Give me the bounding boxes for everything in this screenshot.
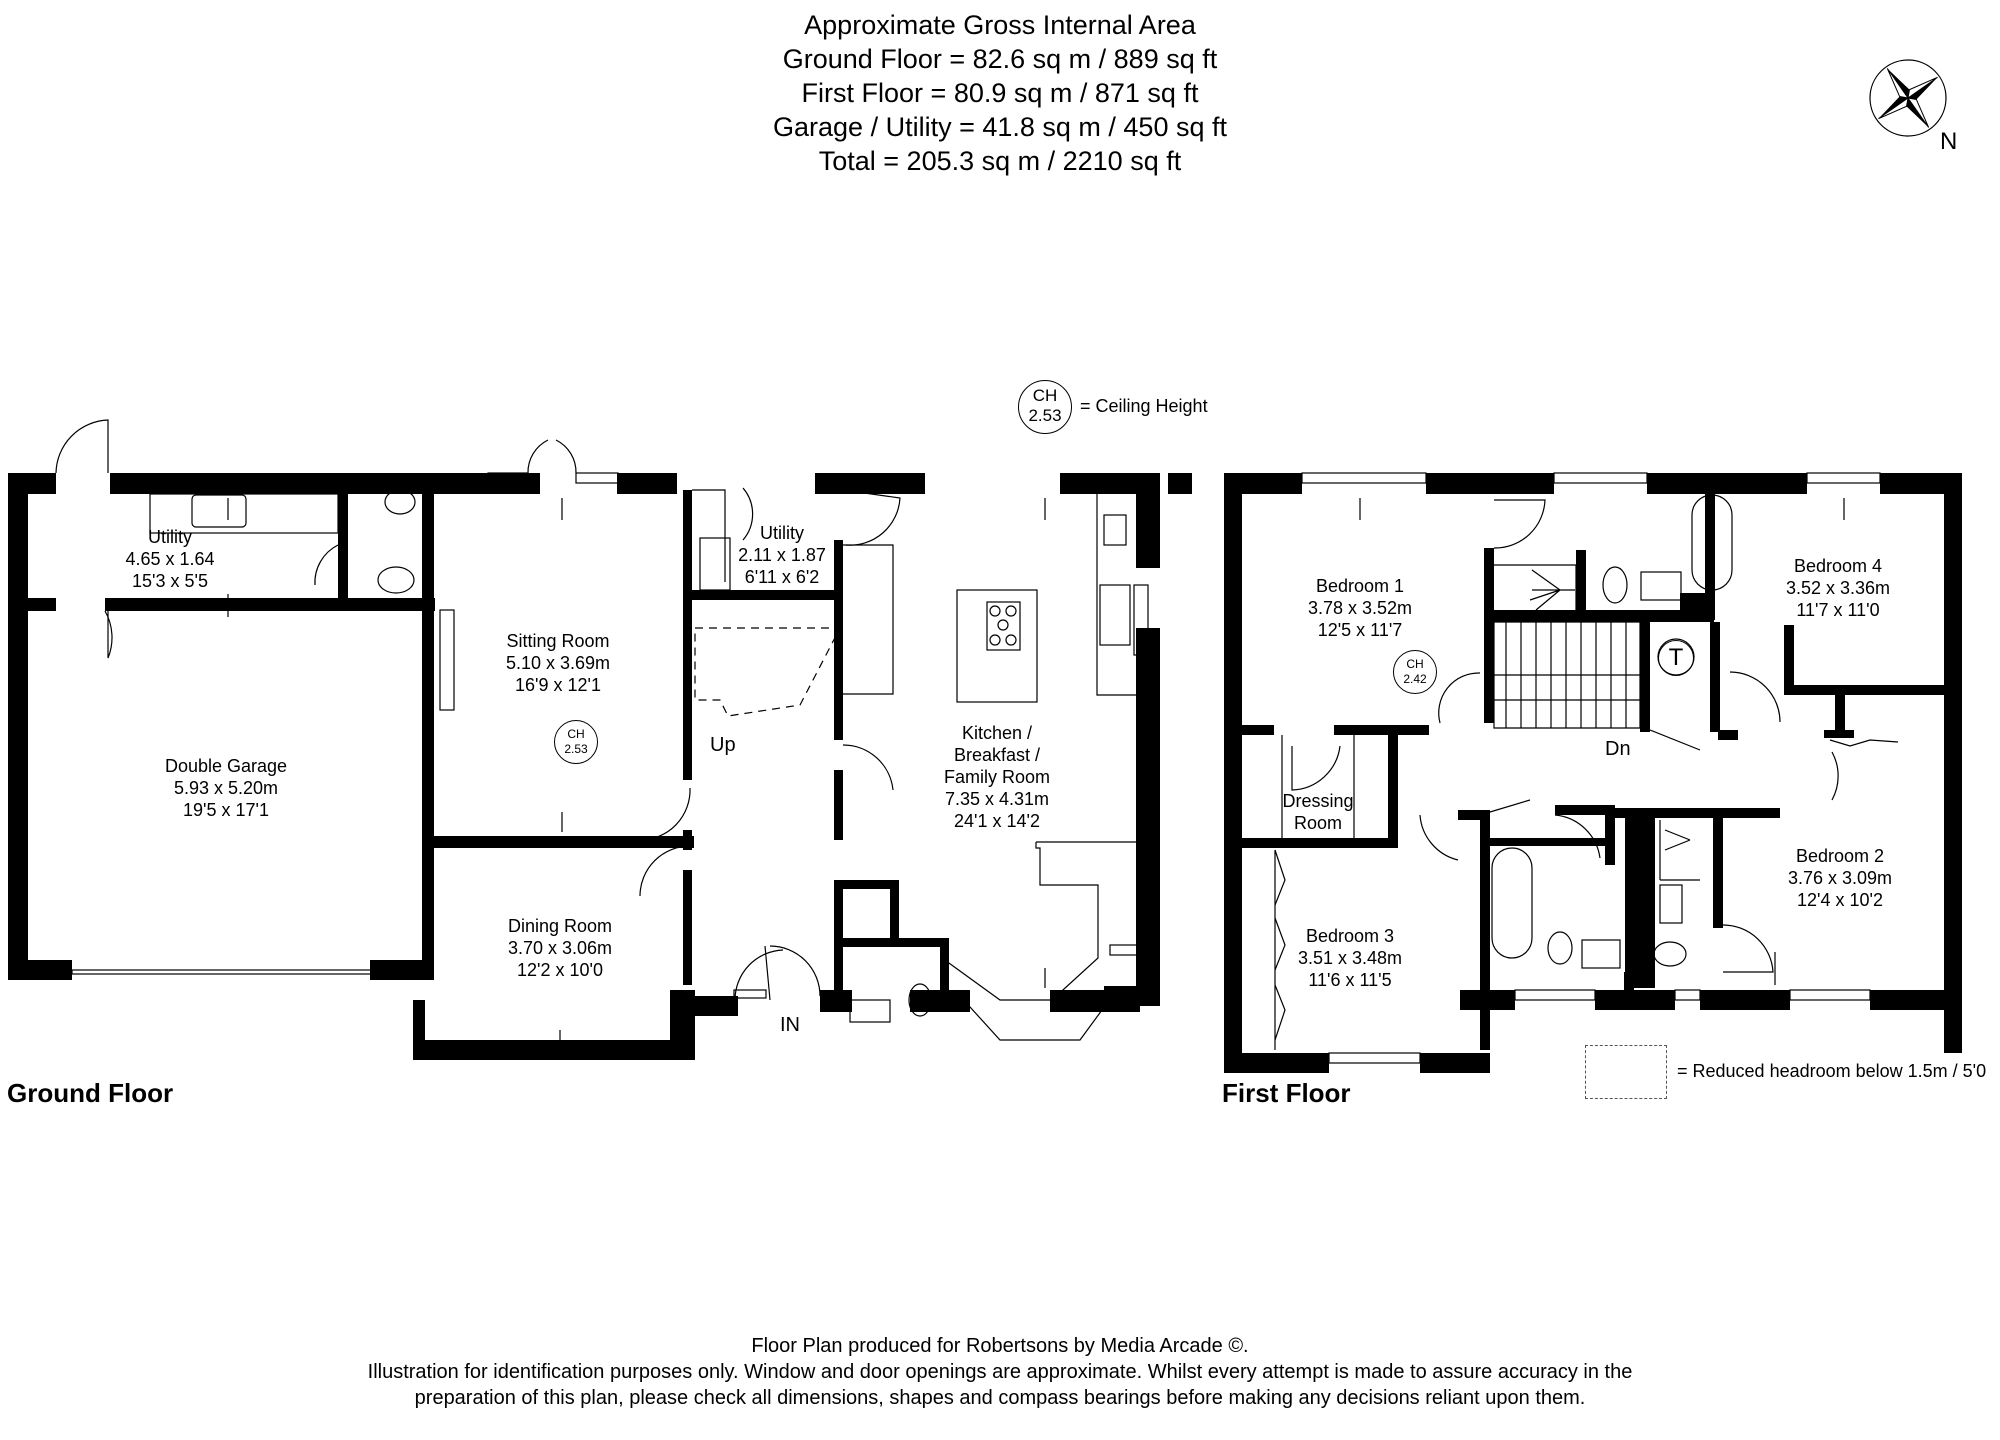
ceiling-height-marker-bedroom-1: CH 2.42 bbox=[1393, 650, 1437, 694]
room-dressing-room: Dressing Room bbox=[1282, 791, 1354, 833]
area-first-floor: First Floor = 80.9 sq m / 871 sq ft bbox=[801, 78, 1199, 108]
room-double-garage: Double Garage 5.93 x 5.20m 19'5 x 17'1 bbox=[164, 756, 288, 820]
area-total: Total = 205.3 sq m / 2210 sq ft bbox=[818, 146, 1182, 176]
dimension-arrows bbox=[227, 498, 1845, 1050]
area-title: Approximate Gross Internal Area bbox=[804, 10, 1196, 40]
ground-floor-title: Ground Floor bbox=[7, 1078, 174, 1108]
ground-floor-walls bbox=[8, 473, 1192, 1060]
room-utility-garage: Utility 4.65 x 1.64 15'3 x 5'5 bbox=[125, 527, 215, 591]
ground-floor-fixtures bbox=[55, 419, 1149, 1041]
room-bedroom-2: Bedroom 2 3.76 x 3.09m 12'4 x 10'2 bbox=[1787, 846, 1893, 910]
stairs-down-label: Dn bbox=[1605, 738, 1631, 760]
room-bedroom-3: Bedroom 3 3.51 x 3.48m 11'6 x 11'5 bbox=[1297, 926, 1403, 990]
tank-cupboard-marker: T bbox=[1658, 640, 1694, 676]
area-ground-floor: Ground Floor = 82.6 sq m / 889 sq ft bbox=[782, 44, 1218, 74]
footer-credit: Floor Plan produced for Robertsons by Me… bbox=[751, 1335, 1249, 1357]
first-floor-walls bbox=[1224, 473, 1962, 1073]
first-floor-title: First Floor bbox=[1222, 1078, 1351, 1108]
room-utility-house: Utility 2.11 x 1.87 6'11 x 6'2 bbox=[738, 523, 826, 587]
north-label: N bbox=[1940, 128, 1958, 155]
reduced-headroom-swatch bbox=[1585, 1045, 1667, 1099]
ceiling-height-marker-sitting-room: CH 2.53 bbox=[554, 720, 598, 764]
compass-rose-icon bbox=[1869, 59, 1947, 137]
room-bedroom-1: Bedroom 1 3.78 x 3.52m 12'5 x 11'7 bbox=[1307, 576, 1413, 640]
ceiling-height-marker: CH 2.53 bbox=[1018, 380, 1072, 434]
room-dining-room: Dining Room 3.70 x 3.06m 12'2 x 10'0 bbox=[507, 916, 613, 980]
stairs-up-label: Up bbox=[710, 734, 736, 756]
room-bedroom-4: Bedroom 4 3.52 x 3.36m 11'7 x 11'0 bbox=[1785, 556, 1891, 620]
entrance-label: IN bbox=[780, 1014, 800, 1036]
footer-disclaimer-line-1: Illustration for identification purposes… bbox=[367, 1361, 1633, 1383]
area-summary: Approximate Gross Internal Area Ground F… bbox=[0, 8, 2000, 178]
room-kitchen-breakfast-family: Kitchen / Breakfast / Family Room 7.35 x… bbox=[943, 723, 1051, 831]
room-sitting-room: Sitting Room 5.10 x 3.69m 16'9 x 12'1 bbox=[505, 631, 611, 695]
reduced-headroom-label: = Reduced headroom below 1.5m / 5'0 bbox=[1677, 1061, 1987, 1081]
compass: N bbox=[1868, 58, 1958, 158]
ceiling-height-legend-label: = Ceiling Height bbox=[1080, 396, 1208, 416]
first-floor-fixtures bbox=[1274, 472, 1899, 1064]
footer-disclaimer-line-2: preparation of this plan, please check a… bbox=[414, 1387, 1586, 1409]
footer: Floor Plan produced for Robertsons by Me… bbox=[0, 1333, 2000, 1411]
area-garage-utility: Garage / Utility = 41.8 sq m / 450 sq ft bbox=[773, 112, 1227, 142]
